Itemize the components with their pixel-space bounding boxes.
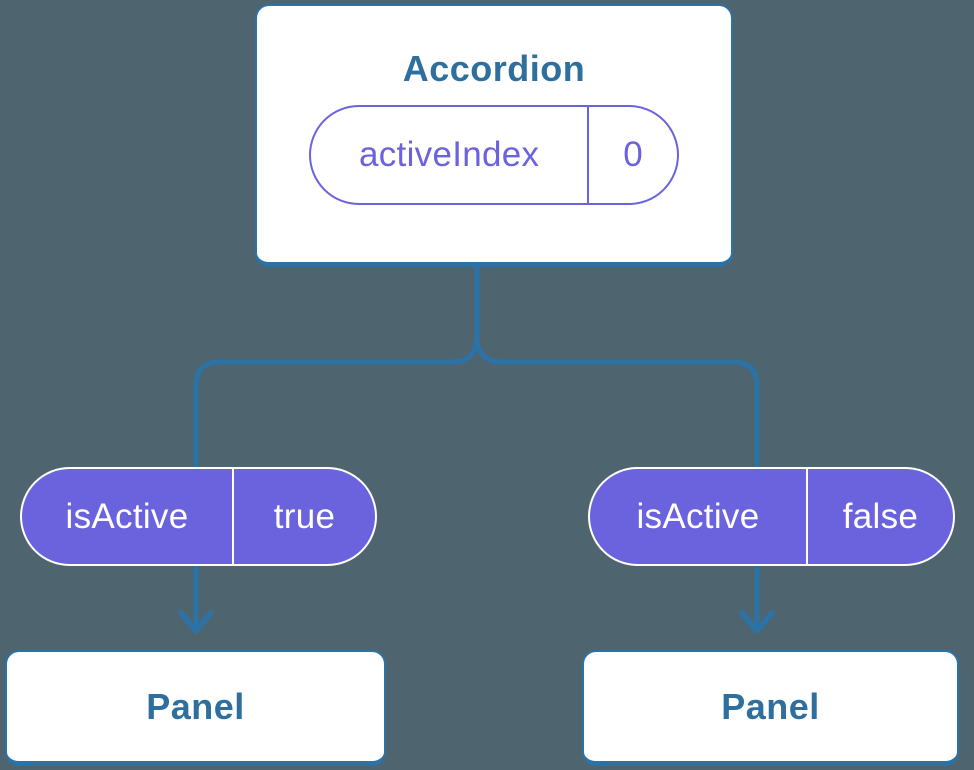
component-title: Panel xyxy=(721,685,820,727)
component-title: Panel xyxy=(146,685,245,727)
prop-pill-label: isActive xyxy=(22,469,235,564)
arrow-down-icon xyxy=(739,610,775,634)
panel-card: Panel xyxy=(582,650,959,766)
prop-pill: isActive false xyxy=(588,467,955,566)
accordion-card: Accordion activeIndex 0 xyxy=(255,4,733,267)
prop-pill-value: true xyxy=(273,496,336,536)
state-pill-label: activeIndex xyxy=(311,107,590,203)
arrow-down-icon xyxy=(178,610,214,634)
prop-pill: isActive true xyxy=(20,467,377,566)
component-title: Accordion xyxy=(402,48,586,89)
panel-card: Panel xyxy=(5,650,386,766)
prop-pill-label: isActive xyxy=(590,469,808,564)
connector-branch-left xyxy=(193,262,480,629)
connector-branch-right xyxy=(474,335,760,629)
prop-pill-value: false xyxy=(842,496,919,536)
state-pill-value: 0 xyxy=(623,135,644,174)
state-pill: activeIndex 0 xyxy=(309,105,679,205)
